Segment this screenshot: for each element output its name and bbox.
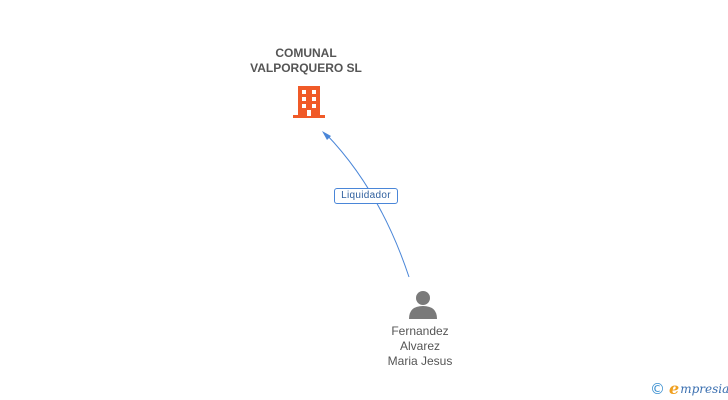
person-name-line2: Alvarez <box>399 339 440 353</box>
arrowhead-icon <box>322 131 331 140</box>
brand-logo-initial: e <box>669 379 680 398</box>
company-name[interactable]: COMUNAL VALPORQUERO SL <box>226 46 386 76</box>
person-icon[interactable] <box>408 289 438 319</box>
brand-logo-text: mpresia <box>680 382 728 396</box>
relation-edge-line <box>325 133 410 278</box>
person-name-line3: Maria Jesus <box>387 354 453 368</box>
company-name-line1: COMUNAL <box>275 46 337 60</box>
copyright-icon: © <box>650 380 665 398</box>
brand-logo: © e mpresia <box>650 379 728 399</box>
building-icon[interactable] <box>292 84 326 120</box>
person-name-line1: Fernandez <box>391 324 449 338</box>
person-name[interactable]: Fernandez Alvarez Maria Jesus <box>360 324 480 369</box>
relation-label[interactable]: Liquidador <box>334 188 398 204</box>
company-name-line2: VALPORQUERO SL <box>250 61 362 75</box>
